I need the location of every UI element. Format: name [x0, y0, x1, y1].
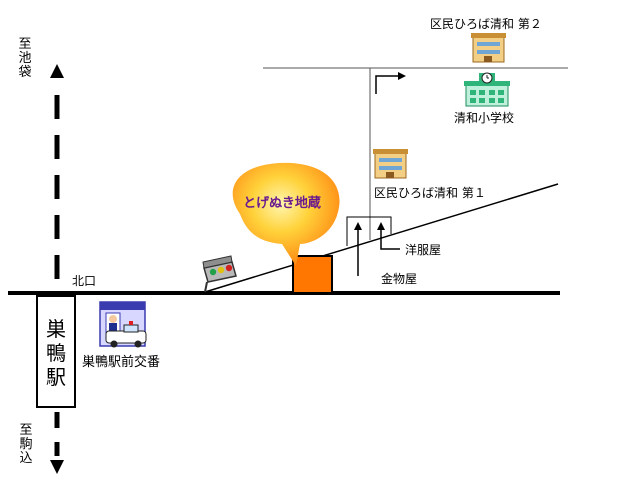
- direction-north-label: 至池袋: [18, 37, 32, 80]
- jizo-shrine: [292, 255, 333, 294]
- route-arrowhead-icon: [398, 72, 406, 80]
- north-exit-label: 北口: [72, 274, 97, 288]
- building-icon: [471, 33, 506, 63]
- route-arrow: [375, 75, 400, 94]
- jizo-bubble: [232, 162, 340, 266]
- jizo-bubble-label: とげぬき地蔵: [243, 196, 321, 211]
- school-clock-icon: [464, 72, 510, 107]
- traffic-light-icon: [202, 255, 237, 293]
- school-label: 清和小学校: [454, 111, 515, 125]
- station-box: 巣鴨駅: [36, 295, 76, 408]
- police-box-label: 巣鴨駅前交番: [82, 355, 161, 370]
- clothing-arrowhead-icon: [377, 222, 385, 230]
- station-name: 巣鴨駅: [46, 317, 66, 389]
- clothing-store-label: 洋服屋: [405, 243, 442, 257]
- hardware-arrowhead-icon: [354, 222, 362, 230]
- arrow-north-icon: [50, 64, 64, 78]
- police-box-icon: [99, 301, 147, 348]
- shop-outline: [346, 216, 392, 246]
- plaza-2-label: 区民ひろば清和 第２: [430, 17, 542, 31]
- clothing-pointer: [380, 226, 400, 250]
- arrow-south-icon: [50, 460, 64, 474]
- plaza-1-label: 区民ひろば清和 第１: [374, 186, 486, 200]
- building-icon: [373, 149, 408, 179]
- direction-south-label: 至駒込: [19, 423, 33, 466]
- hardware-store-label: 金物屋: [381, 272, 418, 286]
